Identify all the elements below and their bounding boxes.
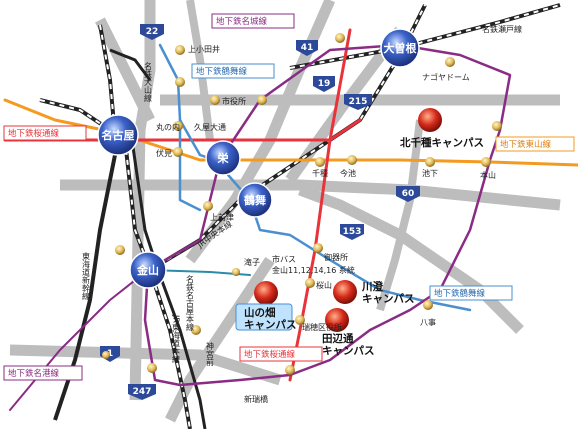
meitetsu-nagoya-rail — [130, 139, 207, 429]
svg-text:八事: 八事 — [420, 317, 436, 327]
svg-text:久屋大通: 久屋大通 — [194, 122, 226, 132]
svg-text:鶴舞: 鶴舞 — [244, 193, 266, 207]
svg-text:金山: 金山 — [136, 263, 159, 277]
vertical-labels: 名鉄犬山線 東海道新幹線 名鉄名古屋本線 JR東海道本線 神宮前 — [82, 61, 215, 367]
svg-text:市役所: 市役所 — [222, 96, 246, 106]
svg-text:栄: 栄 — [217, 151, 230, 165]
svg-text:215: 215 — [349, 97, 368, 107]
svg-text:本山: 本山 — [480, 170, 496, 180]
bus-info: 市バス 金山11,12,14,16 系統 — [272, 254, 355, 275]
svg-text:御器所: 御器所 — [324, 252, 348, 262]
road-shield-41: 41 — [296, 40, 318, 56]
svg-text:地下鉄東山線: 地下鉄東山線 — [500, 139, 552, 150]
campus-kawana: 川澄 キャンパス — [333, 280, 415, 305]
svg-text:名古屋: 名古屋 — [102, 128, 135, 142]
meijo-line — [143, 43, 512, 387]
svg-text:今池: 今池 — [340, 168, 356, 178]
svg-text:JR東海道本線: JR東海道本線 — [172, 314, 181, 363]
svg-text:千種: 千種 — [312, 168, 328, 178]
svg-text:市バス: 市バス — [272, 254, 296, 264]
hub-sakae: 栄 — [205, 140, 241, 176]
svg-text:上前津: 上前津 — [210, 212, 234, 222]
svg-text:池下: 池下 — [422, 168, 438, 178]
line-tags: 地下鉄名城線 地下鉄鶴舞線 地下鉄桜通線 地下鉄東山線 地下鉄鶴舞線 地下鉄桜通… — [3, 13, 575, 381]
svg-text:41: 41 — [301, 43, 314, 53]
hub-nagoya: 名古屋 — [97, 114, 139, 156]
svg-text:金山11,12,14,16 系統: 金山11,12,14,16 系統 — [272, 265, 355, 275]
svg-text:地下鉄名城線: 地下鉄名城線 — [216, 16, 268, 27]
road-247 — [165, 256, 275, 423]
road-shield-22: 22 — [140, 24, 164, 40]
svg-text:桜山: 桜山 — [316, 280, 332, 290]
svg-text:名鉄瀬戸線: 名鉄瀬戸線 — [482, 24, 522, 34]
road-shield-153: 153 — [340, 224, 364, 240]
svg-text:地下鉄鶴舞線: 地下鉄鶴舞線 — [196, 66, 248, 77]
hub-tsurumai: 鶴舞 — [237, 182, 273, 218]
svg-text:名鉄名古屋本線: 名鉄名古屋本線 — [186, 274, 195, 331]
svg-text:地下鉄名港線: 地下鉄名港線 — [8, 368, 60, 379]
svg-text:大曽根: 大曽根 — [384, 41, 418, 55]
svg-text:丸の内: 丸の内 — [156, 122, 180, 132]
road-northwest — [95, 17, 155, 123]
hub-ozone: 大曽根 — [380, 28, 420, 68]
svg-text:瑞穂区役所: 瑞穂区役所 — [302, 322, 342, 332]
road-shield-247: 247 — [128, 384, 156, 400]
campus-yamanohata-label: 山の畑 キャンパス — [244, 306, 297, 331]
campus-tanabedori: 田辺通 キャンパス — [322, 308, 375, 357]
svg-text:1: 1 — [107, 349, 113, 359]
svg-text:東海道新幹線: 東海道新幹線 — [82, 251, 91, 300]
svg-text:名鉄犬山線: 名鉄犬山線 — [144, 61, 153, 102]
svg-text:153: 153 — [343, 227, 362, 237]
svg-text:上小田井: 上小田井 — [188, 44, 220, 54]
svg-text:地下鉄桜通線: 地下鉄桜通線 — [8, 128, 60, 139]
svg-text:神宮前: 神宮前 — [206, 341, 215, 367]
svg-text:19: 19 — [318, 79, 331, 89]
higashiyama-line — [3, 98, 578, 167]
road-shield-19: 19 — [313, 76, 335, 92]
svg-text:22: 22 — [146, 27, 159, 37]
road-shields: 22 41 19 215 60 153 1 247 — [100, 24, 420, 400]
svg-text:新瑞橋: 新瑞橋 — [244, 394, 268, 404]
svg-text:247: 247 — [133, 387, 152, 397]
svg-text:地下鉄鶴舞線: 地下鉄鶴舞線 — [434, 288, 486, 299]
road-shield-215: 215 — [344, 94, 372, 110]
svg-text:地下鉄桜通線: 地下鉄桜通線 — [244, 349, 296, 360]
svg-text:滝子: 滝子 — [244, 257, 260, 267]
svg-text:60: 60 — [402, 189, 415, 199]
campus-tanabedori-label: 田辺通 キャンパス — [322, 333, 375, 357]
station-labels: 上小田井 市役所 丸の内 久屋大通 伏見 ナゴヤドーム 千種 今池 池下 本山 … — [156, 44, 496, 404]
hub-kanayama: 金山 — [129, 251, 167, 289]
road-minor-1 — [186, 0, 214, 141]
campus-kawana-label: 川澄 キャンパス — [361, 280, 415, 305]
road-1 — [9, 344, 282, 386]
north-rail — [109, 48, 152, 81]
svg-text:ナゴヤドーム: ナゴヤドーム — [422, 72, 470, 82]
svg-text:伏見: 伏見 — [156, 148, 172, 158]
svg-text:北千種キャンパス: 北千種キャンパス — [400, 136, 484, 149]
road-shield-60: 60 — [396, 186, 420, 202]
campus-yamanohata: 山の畑 キャンパス — [235, 281, 297, 331]
meitetsu-seto-rail — [289, 3, 561, 70]
campus-kitachikusa: 北千種キャンパス — [400, 108, 484, 149]
small-stations — [102, 33, 502, 375]
